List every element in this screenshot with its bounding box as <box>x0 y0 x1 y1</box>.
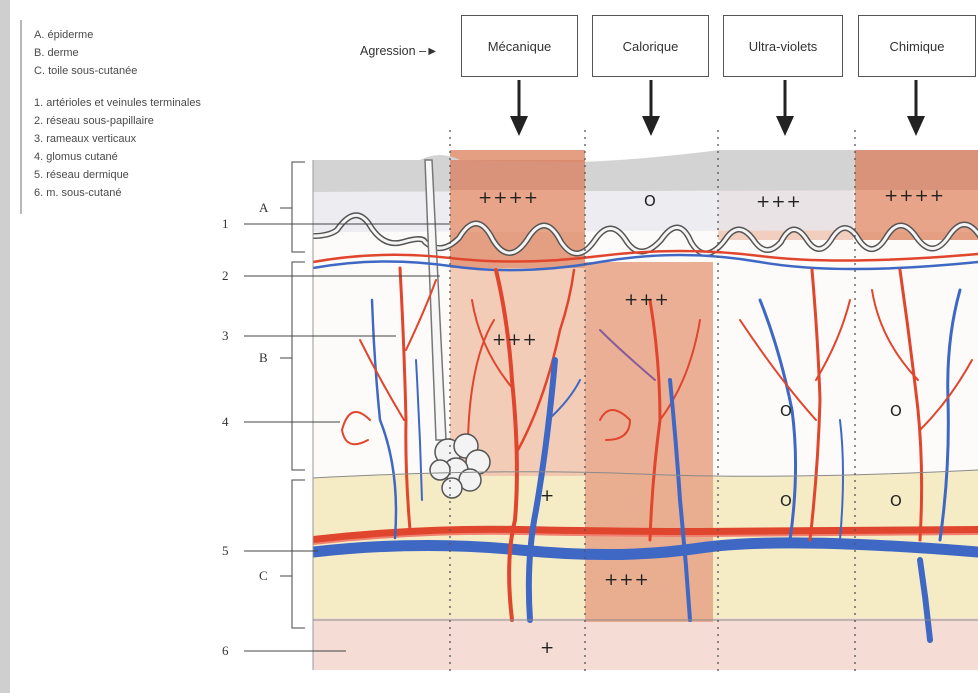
label-2: 2 <box>222 268 229 284</box>
label-layer-c: C <box>259 568 268 584</box>
muscle-layer <box>313 618 978 678</box>
reaction-uv-hypoderme: O <box>780 492 793 510</box>
label-layer-b: B <box>259 350 268 366</box>
arrow-down-icon <box>642 80 660 136</box>
reaction-chimique-derme: O <box>890 402 903 420</box>
reaction-fill-calorique <box>585 262 713 622</box>
arrow-down-icon <box>907 80 925 136</box>
reaction-mecanique-hypoderme: + <box>540 486 555 506</box>
reaction-chimique-hypoderme: O <box>890 492 903 510</box>
label-1: 1 <box>222 216 229 232</box>
reaction-uv-derme: O <box>780 402 793 420</box>
reaction-mecanique-epiderme: ++++ <box>478 188 539 208</box>
reaction-calorique-derme: +++ <box>624 290 670 310</box>
label-6: 6 <box>222 643 229 659</box>
reaction-uv-epiderme: +++ <box>756 192 802 212</box>
down-arrows <box>510 80 925 136</box>
reaction-calorique-hypoderme: +++ <box>604 570 650 590</box>
arrow-down-icon <box>510 80 528 136</box>
reaction-calorique-epiderme: O <box>644 192 657 210</box>
reaction-mecanique-derme: +++ <box>492 330 538 350</box>
reaction-chimique-epiderme: ++++ <box>884 186 945 206</box>
arrow-down-icon <box>776 80 794 136</box>
label-4: 4 <box>222 414 229 430</box>
label-3: 3 <box>222 328 229 344</box>
reaction-mecanique-muscle: + <box>540 638 555 658</box>
label-5: 5 <box>222 543 229 559</box>
label-layer-a: A <box>259 200 268 216</box>
